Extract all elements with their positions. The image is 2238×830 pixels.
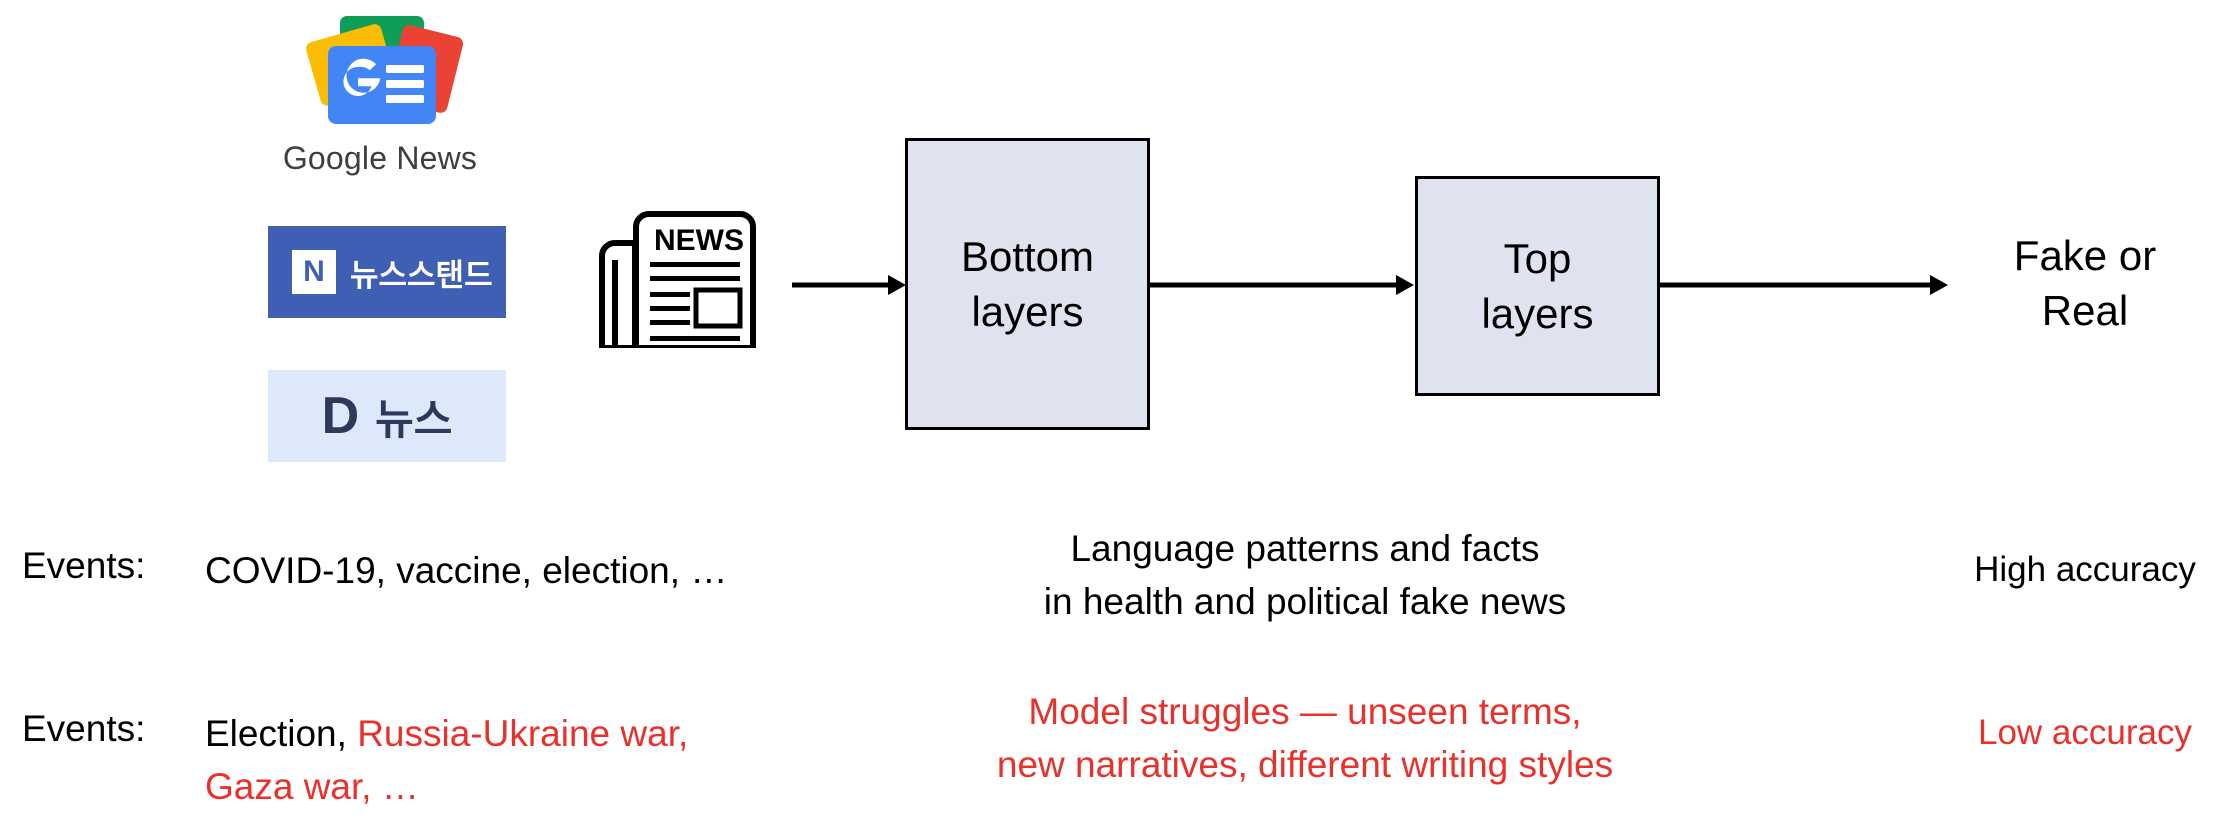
row2-middle-note: Model struggles — unseen terms, new narr… [905, 686, 1705, 791]
output-label: Fake or Real [1940, 228, 2230, 339]
top-layers-box[interactable]: Top layers [1415, 176, 1660, 396]
naver-newsstand-label: 뉴스스탠드 [350, 257, 493, 293]
naver-n-icon: N [292, 250, 336, 294]
row1-middle-note: Language patterns and facts in health an… [905, 523, 1705, 628]
daum-d-icon: D [321, 387, 360, 445]
row2-middle-line1: Model struggles — unseen terms, [1028, 691, 1582, 732]
daum-news-logo: D 뉴스 [268, 370, 506, 462]
row1-middle-line1: Language patterns and facts [1070, 528, 1540, 569]
top-layers-line1: Top [1503, 234, 1572, 282]
google-news-caption: Google News [282, 140, 478, 176]
row2-events-value: Election, Russia-Ukraine war, Gaza war, … [205, 708, 688, 813]
top-layers-label: Top layers [1481, 231, 1593, 342]
newspaper-icon: NEWS [599, 211, 756, 348]
daum-news-label: 뉴스 [375, 395, 453, 443]
newspaper-headline-text: NEWS [654, 224, 744, 257]
arrow-top-to-output-icon [1658, 275, 1948, 295]
row1-events-label: Events: [22, 545, 146, 586]
output-line2: Real [2041, 287, 2129, 335]
google-news-icon [306, 16, 464, 124]
row2-middle-line2: new narratives, different writing styles [996, 743, 1614, 785]
row2-events-black: Election, [205, 713, 347, 754]
row1-events-value: COVID-19, vaccine, election, … [205, 550, 728, 591]
bottom-layers-line1: Bottom [960, 232, 1095, 280]
arrow-bottom-to-top-icon [1148, 275, 1414, 295]
arrow-input-to-bottom-icon [792, 275, 906, 295]
row2-accuracy: Low accuracy [1978, 713, 2192, 752]
output-line1: Fake or [2013, 232, 2157, 279]
row2-events-label: Events: [22, 708, 146, 749]
row1-middle-line2: in health and political fake news [1043, 580, 1567, 622]
bottom-layers-line2: layers [971, 288, 1084, 335]
bottom-layers-box[interactable]: Bottom layers [905, 138, 1150, 430]
row1-accuracy: High accuracy [1974, 550, 2196, 589]
naver-newsstand-logo: N 뉴스스탠드 [268, 226, 506, 318]
top-layers-line2: layers [1481, 290, 1594, 337]
row2-events-red-line1: Russia-Ukraine war, [357, 713, 689, 754]
naver-n-mark: N [303, 255, 325, 288]
bottom-layers-label: Bottom layers [961, 229, 1094, 340]
row2-events-red-line2: Gaza war, … [205, 765, 419, 807]
